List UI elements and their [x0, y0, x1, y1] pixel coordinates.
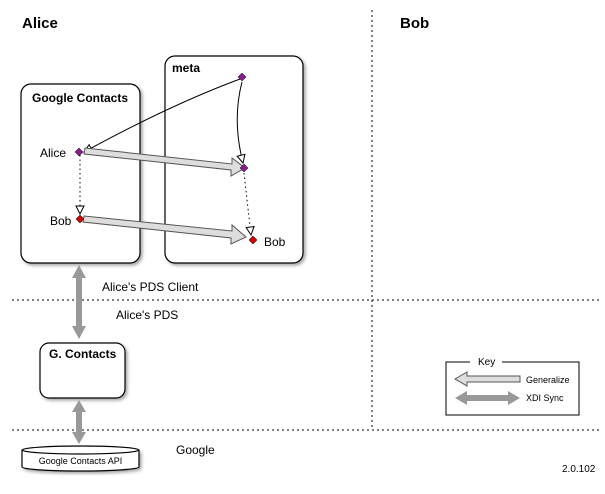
generalize-arrow-alice [83, 147, 246, 177]
key-title: Key [478, 357, 495, 368]
google-contacts-box-title: Google Contacts [32, 91, 128, 105]
label-pds: Alice's PDS [116, 308, 178, 322]
meta-to-alice-link [84, 78, 241, 152]
version-label: 2.0.102 [562, 464, 596, 475]
section-title-bob: Bob [400, 15, 429, 32]
g-contacts-box-title: G. Contacts [49, 347, 117, 361]
xdi-sync-arrow-api [72, 400, 86, 444]
node-label-alice: Alice [40, 146, 66, 160]
google-contacts-api-cylinder [21, 445, 140, 472]
node-meta-mid [239, 163, 249, 173]
key-title-backdrop [470, 356, 502, 368]
key-xdi-sync-label: XDI Sync [526, 393, 564, 403]
meta-mid-to-bob-dotted [243, 172, 251, 235]
node-bob-meta [248, 235, 258, 245]
xdi-sync-arrow-client [72, 265, 86, 339]
node-label-bob: Bob [50, 214, 72, 228]
node-meta-top [237, 72, 247, 82]
node-alice [74, 147, 84, 157]
section-title-alice: Alice [22, 15, 58, 32]
google-contacts-api-label: Google Contacts API [39, 456, 123, 466]
g-contacts-box [39, 342, 126, 399]
node-bob-gc [75, 214, 85, 224]
label-google: Google [176, 443, 215, 457]
key-generalize-arrow [454, 371, 521, 387]
key-xdi-sync-arrow [455, 391, 520, 405]
label-pds-client: Alice's PDS Client [102, 280, 199, 294]
meta-box-title: meta [172, 61, 200, 75]
key-box [445, 361, 580, 416]
meta-top-to-mid-link [237, 81, 243, 163]
node-label-bob-meta: Bob [264, 235, 286, 249]
key-generalize-label: Generalize [526, 375, 570, 385]
generalize-arrow-bob [82, 215, 247, 245]
